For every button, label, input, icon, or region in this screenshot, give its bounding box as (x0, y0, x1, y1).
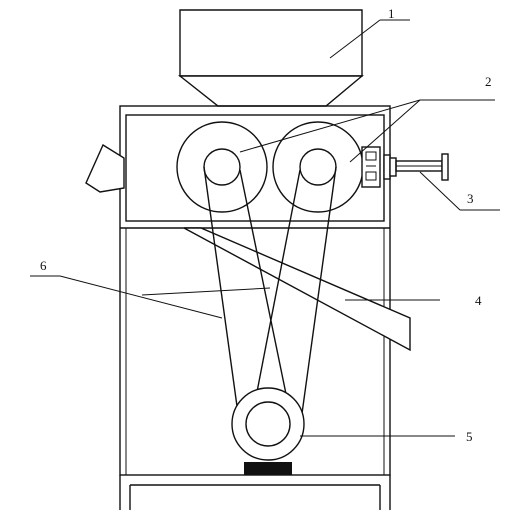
side-chute (85, 143, 125, 193)
motor-base (244, 462, 292, 475)
label-4: 4 (475, 293, 482, 308)
leader-lines (30, 19, 500, 437)
discharge-chute (183, 227, 411, 352)
adjusting-screw (361, 146, 449, 188)
hopper (177, 9, 364, 107)
label-3: 3 (467, 191, 474, 206)
drive-belt (203, 166, 337, 429)
motor-pulley (231, 387, 305, 461)
label-2: 2 (485, 74, 492, 89)
roller-right (272, 121, 364, 213)
label-6: 6 (40, 258, 47, 273)
roller-left (176, 121, 268, 213)
label-5: 5 (466, 429, 473, 444)
label-1: 1 (388, 6, 395, 21)
